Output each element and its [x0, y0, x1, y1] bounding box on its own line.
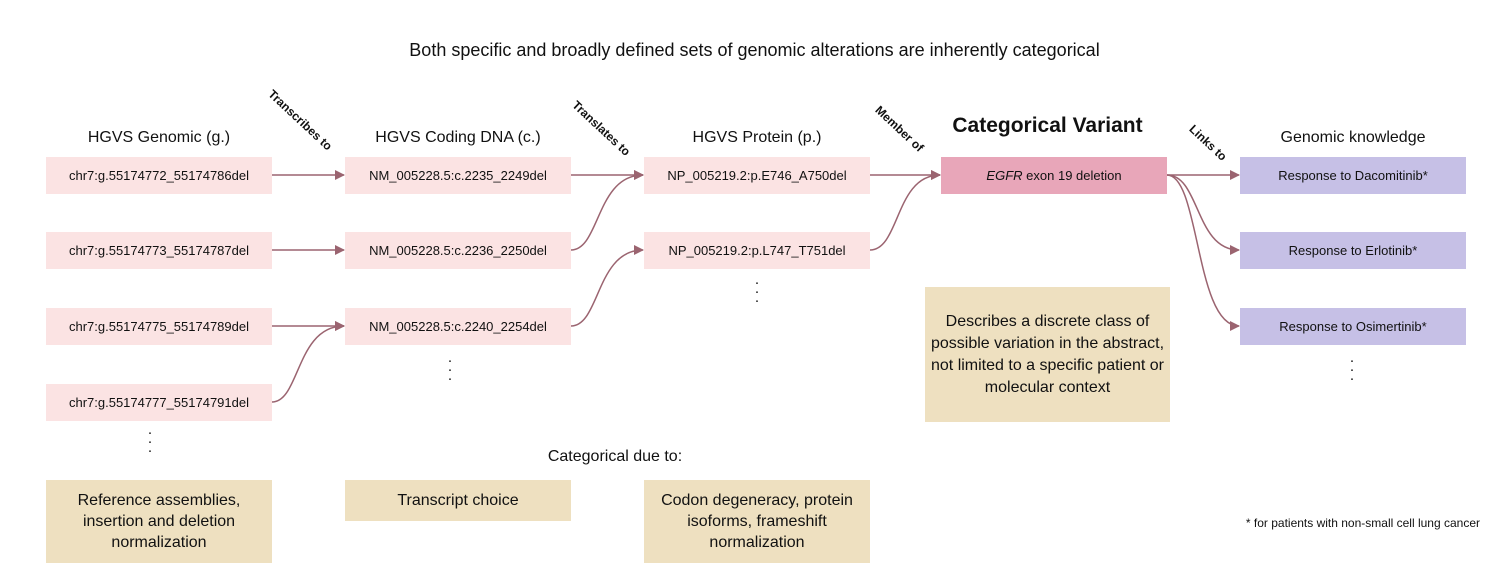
protein-ellipsis: ···	[754, 274, 760, 309]
header-categorical-variant: Categorical Variant	[952, 114, 1143, 137]
protein-variant-box: NP_005219.2:p.L747_T751del	[644, 232, 870, 269]
arrow-transcribes-4	[271, 321, 345, 403]
genomic-variant-box: chr7:g.55174772_55174786del	[46, 157, 272, 194]
reason-genomic-box: Reference assemblies, insertion and dele…	[46, 480, 272, 563]
arrow-links-2	[1166, 174, 1240, 255]
knowledge-box: Response to Osimertinib*	[1240, 308, 1466, 345]
arrow-member-2	[869, 170, 941, 251]
arrow-translates-2	[570, 170, 644, 251]
gene-name: EGFR	[986, 168, 1023, 183]
reason-coding-box: Transcript choice	[345, 480, 571, 521]
header-coding: HGVS Coding DNA (c.)	[375, 129, 541, 146]
footnote: * for patients with non-small cell lung …	[1245, 516, 1480, 530]
coding-ellipsis: ···	[447, 352, 453, 387]
diagram-title: Both specific and broadly defined sets o…	[409, 40, 1100, 60]
categorical-variant-label: exon 19 deletion	[1022, 168, 1122, 183]
categorical-variant-box: EGFR exon 19 deletion	[941, 157, 1167, 194]
protein-variant-box: NP_005219.2:p.E746_A750del	[644, 157, 870, 194]
genomic-variant-box: chr7:g.55174777_55174791del	[46, 384, 272, 421]
coding-variant-box: NM_005228.5:c.2235_2249del	[345, 157, 571, 194]
knowledge-box: Response to Erlotinib*	[1240, 232, 1466, 269]
genomic-ellipsis: ···	[147, 424, 153, 459]
header-genomic-knowledge: Genomic knowledge	[1280, 129, 1426, 146]
header-genomic: HGVS Genomic (g.)	[87, 129, 231, 146]
arrow-translates-3	[570, 245, 644, 327]
coding-variant-box: NM_005228.5:c.2236_2250del	[345, 232, 571, 269]
genomic-variant-box: chr7:g.55174773_55174787del	[46, 232, 272, 269]
genomic-variant-box: chr7:g.55174775_55174789del	[46, 308, 272, 345]
knowledge-box: Response to Dacomitinib*	[1240, 157, 1466, 194]
knowledge-ellipsis: ···	[1349, 352, 1355, 387]
categorical-due-to-label: Categorical due to:	[547, 448, 683, 465]
coding-variant-box: NM_005228.5:c.2240_2254del	[345, 308, 571, 345]
arrow-links-3	[1166, 174, 1240, 331]
header-protein: HGVS Protein (p.)	[692, 129, 822, 146]
reason-protein-box: Codon degeneracy, protein isoforms, fram…	[644, 480, 870, 563]
categorical-variant-description: Describes a discrete class of possible v…	[925, 287, 1170, 422]
